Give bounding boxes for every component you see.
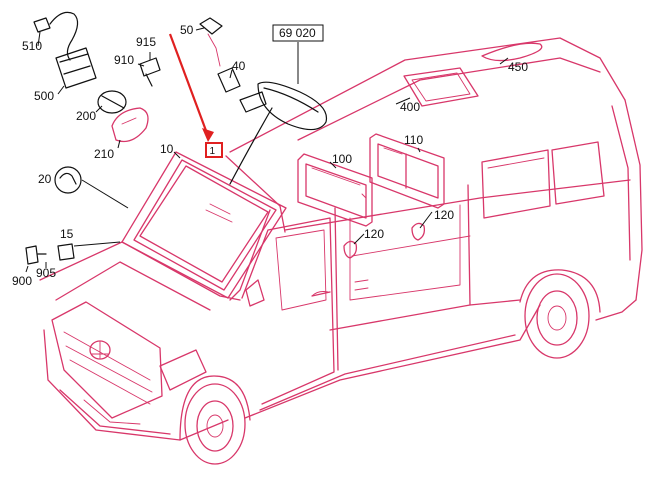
label-120-right: 120 [434, 208, 454, 222]
sliding-window-110 [369, 133, 445, 209]
label-500: 500 [34, 89, 54, 103]
label-69020-box: 69 020 [272, 24, 324, 42]
label-400: 400 [400, 100, 420, 114]
clip-15-900-905 [25, 243, 75, 265]
label-905: 905 [36, 266, 56, 280]
label-450: 450 [508, 60, 528, 74]
side-window-100 [297, 153, 373, 227]
label-110: 110 [404, 133, 423, 147]
label-20: 20 [38, 172, 52, 186]
tool-20 [54, 166, 82, 194]
label-900: 900 [12, 274, 32, 288]
label-910: 910 [114, 53, 134, 67]
highlight-marker-label: 1 [210, 146, 216, 157]
label-120-left: 120 [364, 227, 384, 241]
label-10: 10 [160, 142, 174, 156]
cover-200-210 [97, 90, 149, 143]
sensor-915-910 [139, 57, 161, 87]
highlight-arrow [168, 33, 223, 158]
label-69020: 69 020 [279, 26, 316, 40]
leader-lines [25, 27, 509, 273]
label-210: 210 [94, 147, 114, 161]
part-labels: 510 500 915 910 200 210 50 40 450 400 11… [12, 23, 528, 288]
label-200: 200 [76, 109, 96, 123]
label-100: 100 [332, 152, 352, 166]
sensor-510-500 [33, 11, 97, 89]
label-15: 15 [60, 227, 74, 241]
van-body [39, 37, 643, 465]
label-50: 50 [180, 23, 194, 37]
label-915: 915 [136, 35, 156, 49]
windshield [121, 151, 287, 299]
label-40: 40 [232, 59, 246, 73]
label-510: 510 [22, 39, 42, 53]
rearview-mirror-assembly [199, 17, 328, 185]
clips-120 [343, 222, 426, 259]
